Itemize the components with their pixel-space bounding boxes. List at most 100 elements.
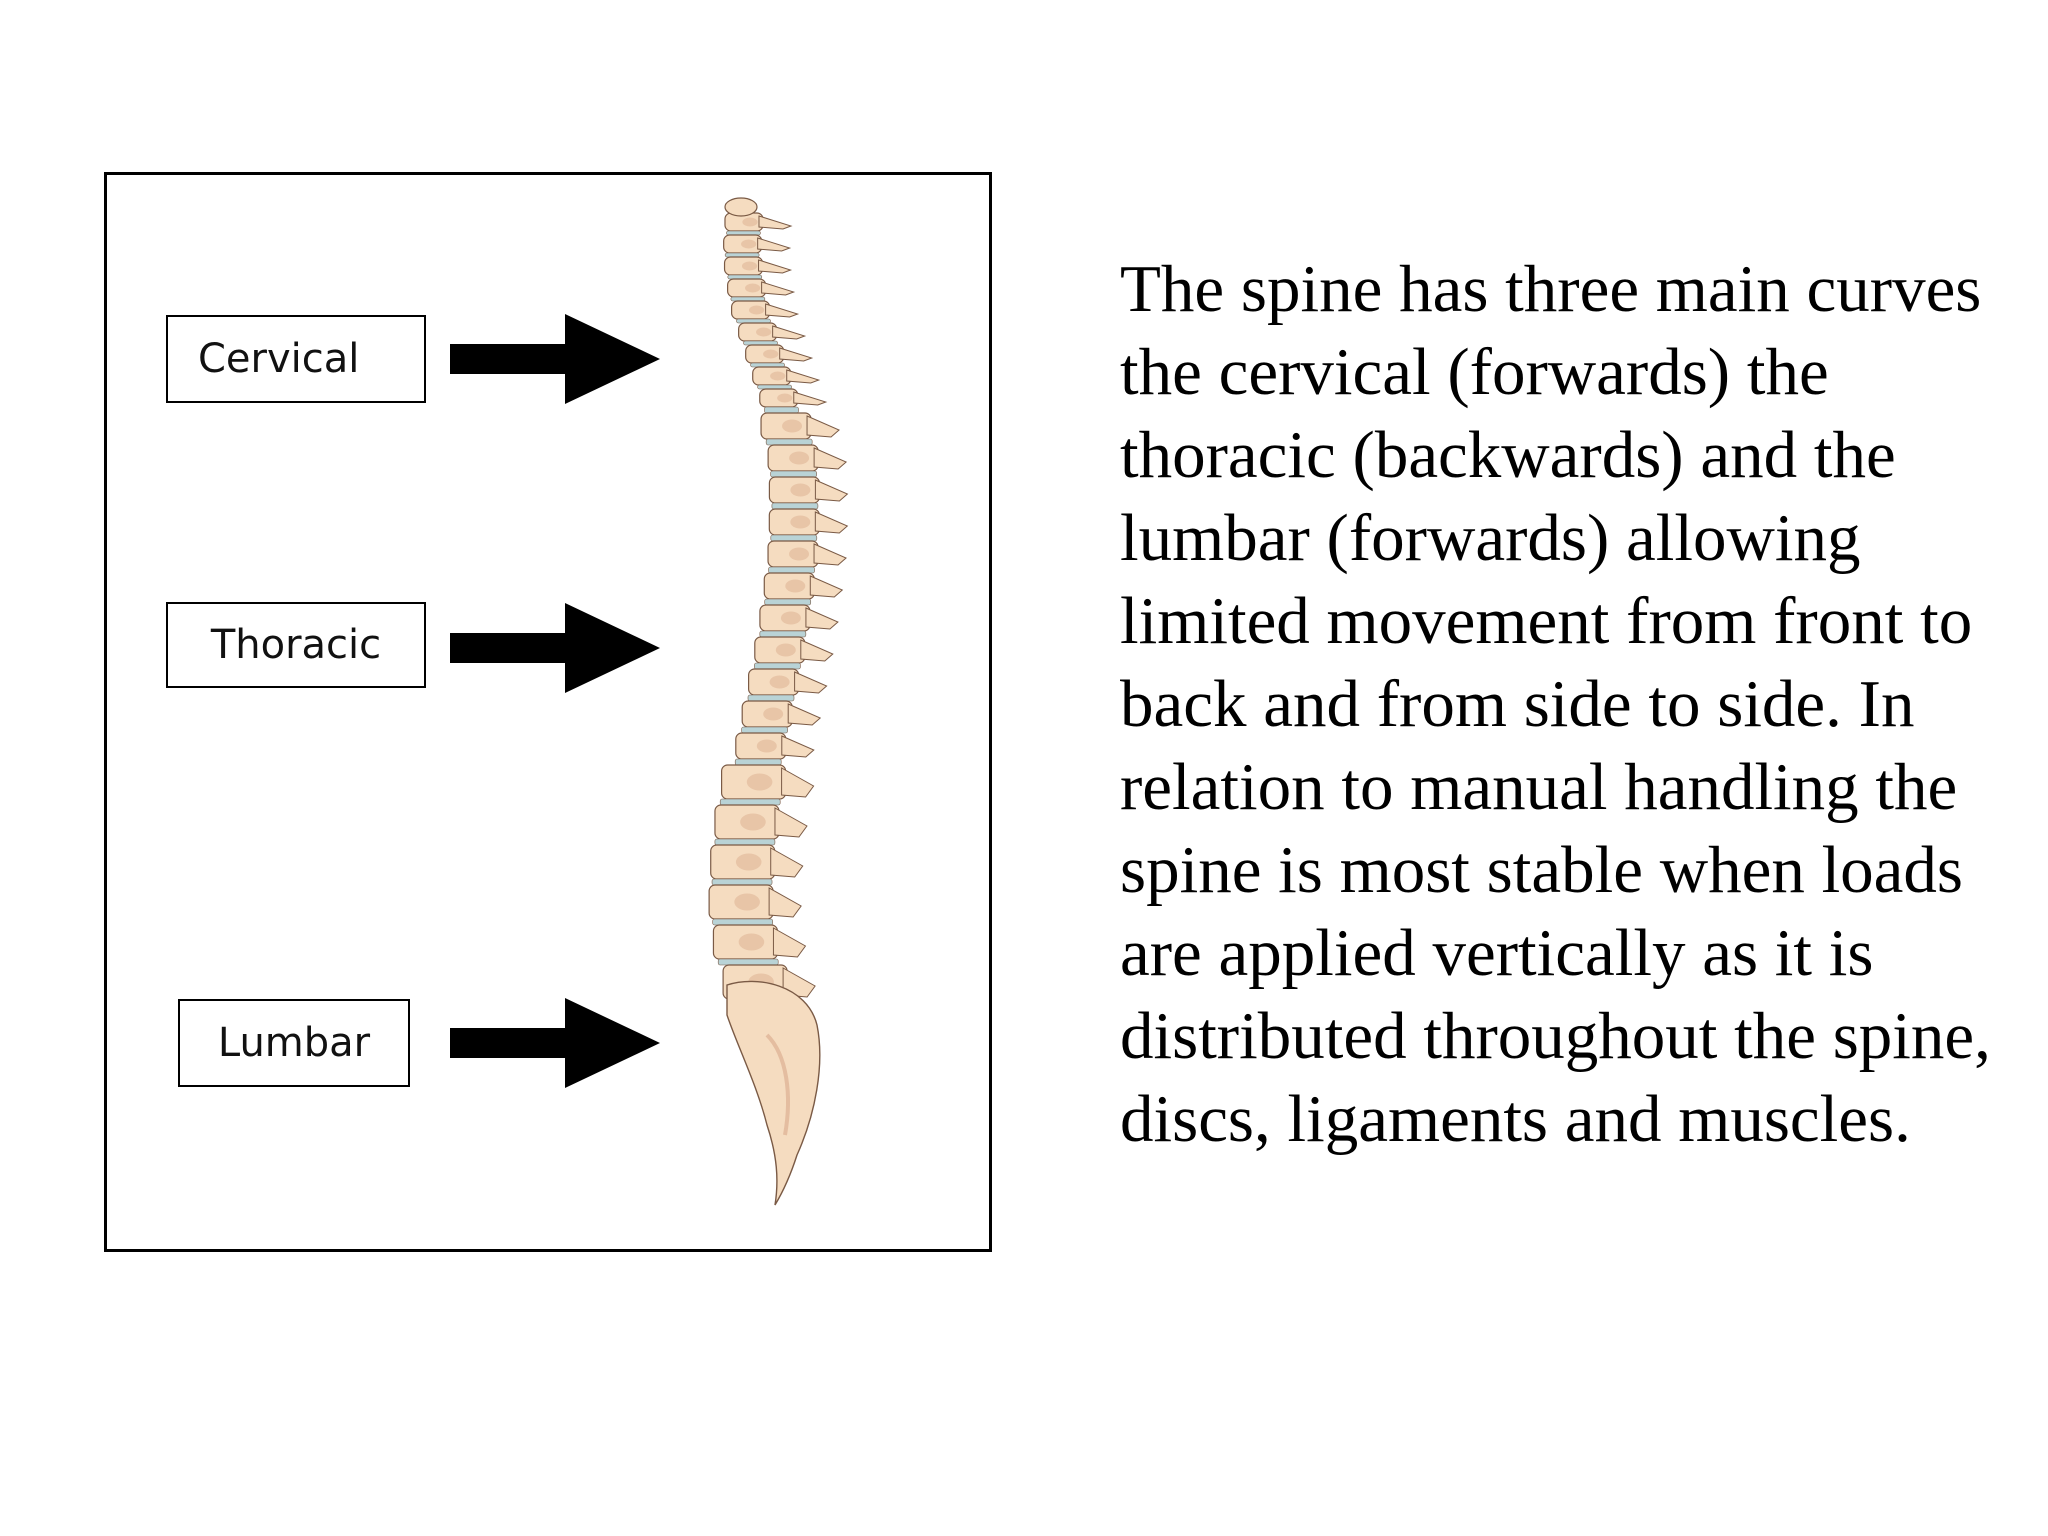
description-line: the cervical (forwards) the [1120, 335, 1829, 409]
vertebra-process [806, 415, 840, 438]
vertebra-process [761, 281, 796, 296]
intervertebral-disc [759, 630, 807, 638]
intervertebral-disc [770, 470, 817, 478]
vertebra-process [765, 303, 800, 318]
thoracic-label-box: Thoracic [166, 602, 426, 688]
intervertebral-disc [717, 958, 779, 966]
vertebra-shading [763, 349, 779, 359]
description-line: back and from side to side. In [1120, 667, 1915, 741]
intervertebral-disc [765, 438, 813, 446]
lumbar-arrow-icon [450, 998, 660, 1088]
atlas [724, 197, 758, 217]
vertebra-process [787, 703, 822, 726]
vertebra-shading [790, 483, 811, 497]
vertebra-process [786, 369, 821, 384]
cervical-arrow-icon [450, 314, 660, 404]
intervertebral-disc [741, 726, 788, 734]
vertebra-process [781, 735, 815, 758]
vertebra-process [813, 543, 847, 566]
cervical-label: Cervical [198, 336, 360, 382]
vertebra-process [770, 847, 804, 878]
vertebra-shading [785, 579, 806, 593]
vertebra-process [814, 479, 849, 502]
lumbar-label: Lumbar [217, 1020, 371, 1066]
vertebra-process [757, 237, 792, 252]
vertebra-process [758, 259, 793, 274]
cervical-label-box: Cervical [166, 315, 426, 403]
lumbar-label-box: Lumbar [178, 999, 410, 1087]
vertebra-process [809, 575, 844, 598]
description-line: thoracic (backwards) and the [1120, 418, 1896, 492]
vertebra-process [768, 887, 802, 918]
vertebra-shading [738, 933, 765, 951]
spine-description-text: The spine has three main curves the cerv… [1120, 248, 2020, 1161]
intervertebral-disc [754, 662, 801, 670]
vertebra-process [794, 671, 828, 694]
intervertebral-disc [770, 534, 818, 542]
intervertebral-disc [764, 406, 799, 414]
vertebra-shading [741, 239, 757, 249]
vertebra-shading [777, 393, 793, 403]
intervertebral-disc [712, 918, 773, 926]
vertebra-shading [746, 773, 773, 791]
intervertebral-disc [711, 878, 773, 886]
vertebra-process [758, 215, 793, 230]
vertebra-shading [789, 451, 810, 465]
vertebra-shading [769, 675, 790, 689]
description-line: spine is most stable when loads [1120, 833, 1963, 907]
intervertebral-disc [764, 598, 812, 606]
vertebra-process [774, 807, 808, 838]
vertebra-shading [790, 515, 811, 529]
vertebra-process [813, 447, 848, 470]
intervertebral-disc [734, 758, 782, 766]
description-line: lumbar (forwards) allowing [1120, 501, 1861, 575]
vertebra-process [779, 347, 814, 362]
intervertebral-disc [719, 798, 781, 806]
vertebra-process [793, 391, 828, 406]
vertebra-shading [741, 261, 758, 271]
vertebra-shading [763, 707, 784, 721]
thoracic-arrow-icon [450, 603, 660, 693]
description-line: discs, ligaments and muscles. [1120, 1082, 1911, 1156]
intervertebral-disc [727, 274, 763, 280]
vertebra-process [772, 325, 807, 340]
vertebral-column [708, 197, 849, 1206]
sacrum [726, 980, 821, 1206]
description-line: are applied vertically as it is [1120, 916, 1874, 990]
intervertebral-disc [714, 838, 776, 846]
vertebra-shading [756, 327, 772, 337]
intervertebral-disc [726, 230, 761, 236]
intervertebral-disc [768, 566, 815, 574]
intervertebral-disc [724, 252, 760, 258]
description-line: distributed throughout the spine, [1120, 999, 1991, 1073]
intervertebral-disc [730, 296, 766, 302]
description-line: limited movement from front to [1120, 584, 1973, 658]
vertebra-shading [740, 813, 766, 831]
vertebra-process [781, 767, 815, 798]
description-line: relation to manual handling the [1120, 750, 1958, 824]
intervertebral-disc [771, 502, 819, 510]
vertebra-process [814, 511, 849, 534]
intervertebral-disc [747, 694, 795, 702]
vertebra-shading [789, 547, 810, 561]
vertebra-shading [770, 371, 786, 381]
intervertebral-disc [736, 318, 771, 324]
vertebra-shading [735, 853, 762, 871]
vertebra-shading [775, 643, 796, 657]
vertebra-shading [745, 283, 761, 293]
vertebra-shading [756, 739, 777, 753]
vertebra-shading [780, 611, 801, 625]
thoracic-label: Thoracic [210, 622, 382, 668]
vertebra-shading [734, 893, 760, 911]
vertebra-process [800, 639, 834, 662]
vertebra-process [782, 967, 816, 998]
spine-diagram-frame: Cervical Thoracic Lumbar [104, 172, 992, 1252]
vertebra-process [772, 927, 807, 958]
vertebra-process [805, 607, 839, 630]
sacrum-shading [765, 1033, 790, 1136]
spine-illustration [708, 197, 849, 1206]
vertebra-shading [782, 419, 803, 433]
vertebra-shading [742, 217, 758, 227]
description-line: The spine has three main curves [1120, 252, 1982, 326]
vertebra-shading [749, 305, 765, 315]
